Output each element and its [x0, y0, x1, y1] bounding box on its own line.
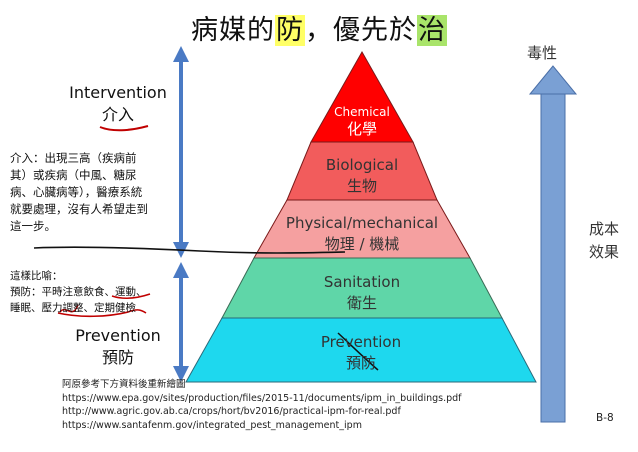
references: 阿原參考下方資料後重新繪圖 https://www.epa.gov/sites/… [62, 378, 482, 432]
intervention-note-line: 其）或疾病（中風、糖尿 [10, 168, 137, 182]
reference-link[interactable]: http://www.agric.gov.ab.ca/crops/hort/bv… [62, 406, 401, 417]
tier-label-chemical-zh: 化學 [346, 120, 377, 138]
references-intro: 阿原參考下方資料後重新繪圖 [62, 379, 186, 390]
tier-label-physical: Physical/mechanical 物理 / 機械 [254, 213, 470, 255]
prevention-label-zh: 預防 [101, 348, 134, 367]
intervention-note-line: 就要處理，沒有人希望走到 [10, 202, 148, 216]
tier-label-sanitation: Sanitation 衛生 [222, 272, 502, 314]
example-note-line: 睡眠、壓力調整、定期健檢 [10, 302, 136, 314]
tier-label-sanitation-zh: 衛生 [346, 294, 377, 312]
handwritten-underline-exercise [111, 293, 151, 299]
intervention-label-zh: 介入 [101, 105, 134, 124]
tier-label-prevention-zh: 預防 [345, 354, 376, 372]
tier-label-biological-zh: 生物 [346, 177, 377, 195]
title-part-3: ，優先於 [305, 15, 417, 46]
intervention-arrow [173, 46, 189, 258]
page-title: 病媒的防，優先於治 [0, 8, 638, 47]
cost-label-line: 成本 [588, 220, 619, 238]
toxicity-label: 毒性 [527, 44, 558, 62]
handwritten-stroke-prevention [337, 332, 379, 371]
handwritten-underline-checkup [57, 309, 147, 318]
handwritten-underline-intervention [99, 125, 149, 132]
intervention-note: 介入：出現三高（疾病前 其）或疾病（中風、糖尿 病、心臟病等），醫療系統 就要處… [10, 150, 165, 235]
cost-label-line: 效果 [588, 243, 619, 261]
handwritten-squiggle-stress [59, 304, 79, 313]
page-number: B-8 [596, 412, 614, 424]
example-note-line: 這樣比喻： [10, 270, 63, 282]
prevention-label: Prevention 預防 [58, 325, 178, 369]
tier-label-biological-en: Biological [325, 156, 399, 174]
tier-label-prevention-en: Prevention [320, 333, 402, 351]
example-note-line: 預防：平時注意飲食、運動、 [10, 286, 147, 298]
prevention-example-note: 這樣比喻： 預防：平時注意飲食、運動、 睡眠、壓力調整、定期健檢 [10, 268, 170, 316]
intervention-label-en: Intervention [69, 83, 167, 102]
intervention-note-line: 介入：出現三高（疾病前 [10, 151, 137, 165]
tier-label-chemical: Chemical 化學 [312, 104, 412, 138]
reference-link[interactable]: https://www.santafenm.gov/integrated_pes… [62, 419, 362, 431]
tier-label-biological: Biological 生物 [287, 155, 437, 197]
toxicity-cost-arrow [528, 65, 578, 423]
tier-label-physical-en: Physical/mechanical [285, 214, 439, 232]
prevention-arrow [173, 262, 189, 382]
title-highlight-prevent: 防 [275, 15, 305, 46]
pyramid-tier-prevention [185, 317, 537, 383]
intervention-note-line: 這一步。 [10, 219, 56, 233]
title-part-1: 病媒的 [191, 15, 275, 46]
cost-effect-label: 成本 效果 [584, 218, 624, 264]
tier-label-chemical-en: Chemical [334, 105, 390, 119]
reference-link[interactable]: https://www.epa.gov/sites/production/fil… [62, 392, 462, 404]
prevention-label-en: Prevention [75, 326, 161, 345]
intervention-note-line: 病、心臟病等），醫療系統 [10, 185, 143, 199]
intervention-label: Intervention 介入 [58, 82, 178, 126]
handwritten-divider-line [33, 246, 346, 254]
title-highlight-treat: 治 [417, 15, 447, 46]
tier-label-physical-zh: 物理 / 機械 [324, 235, 400, 253]
tier-label-prevention: Prevention 預防 [186, 332, 536, 374]
tier-label-sanitation-en: Sanitation [323, 273, 401, 291]
